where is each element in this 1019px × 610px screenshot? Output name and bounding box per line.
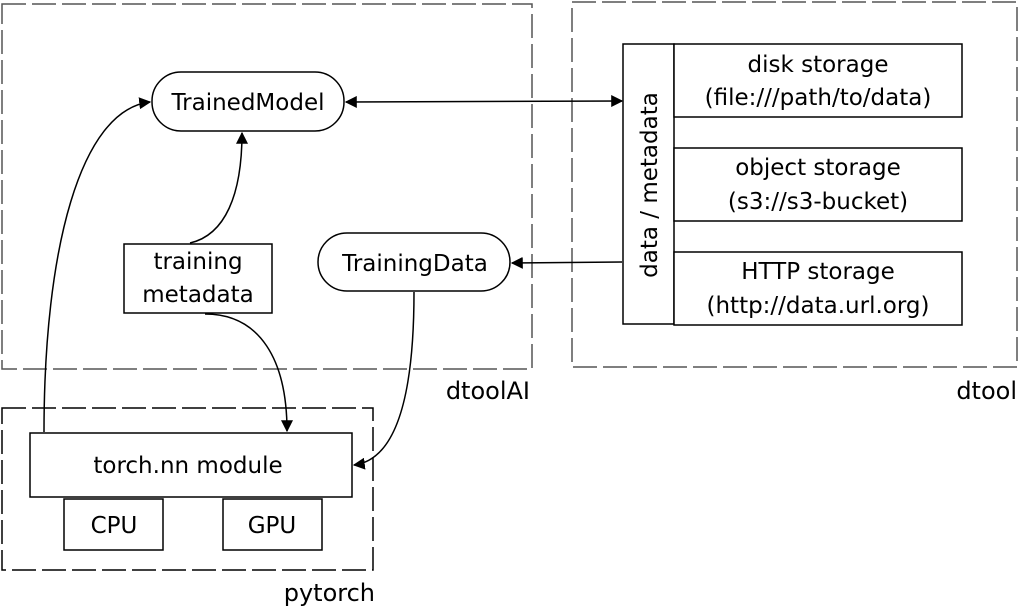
dtoolai-group-box <box>1 3 533 370</box>
object-storage-path: (s3://s3-bucket) <box>728 189 908 215</box>
data-metadata-label: data / metadata <box>637 92 663 278</box>
torch-module-node <box>29 432 353 498</box>
dtoolai-group-label: dtoolAI <box>446 377 530 405</box>
object-storage-node <box>673 147 963 222</box>
training-metadata-node <box>123 243 273 314</box>
http-storage-node <box>673 251 963 326</box>
training-metadata-label-line2: metadata <box>142 282 253 308</box>
dtool-group-label: dtool <box>956 377 1017 405</box>
training-data-label: TrainingData <box>341 251 488 277</box>
edge-training-data-torch-module <box>352 291 415 470</box>
torch-module-label: torch.nn module <box>93 453 282 479</box>
dtool-group-box <box>571 1 1018 368</box>
data-metadata-node <box>622 43 675 325</box>
http-storage-path: (http://data.url.org) <box>707 293 930 319</box>
pytorch-group-box <box>1 407 374 571</box>
training-data-node <box>317 232 511 292</box>
trained-model-node <box>151 71 345 132</box>
edge-trained-model-data-metadata <box>344 95 624 108</box>
disk-storage-node <box>673 43 963 118</box>
disk-storage-label: disk storage <box>748 52 889 78</box>
gpu-label: GPU <box>248 513 297 539</box>
object-storage-label: object storage <box>735 155 901 181</box>
http-storage-label: HTTP storage <box>741 259 895 285</box>
training-metadata-label-line1: training <box>153 249 242 275</box>
pytorch-group-label: pytorch <box>284 579 375 607</box>
disk-storage-path: (file:///path/to/data) <box>705 85 932 111</box>
trained-model-label: TrainedModel <box>171 90 325 116</box>
cpu-node <box>63 498 164 551</box>
edge-torch-module-trained-model <box>43 97 152 433</box>
edge-training-metadata-torch-module <box>204 313 293 433</box>
gpu-node <box>222 498 323 551</box>
edge-training-metadata-trained-model <box>189 131 248 244</box>
cpu-label: CPU <box>91 513 138 539</box>
edge-data-metadata-training-data <box>510 256 623 269</box>
